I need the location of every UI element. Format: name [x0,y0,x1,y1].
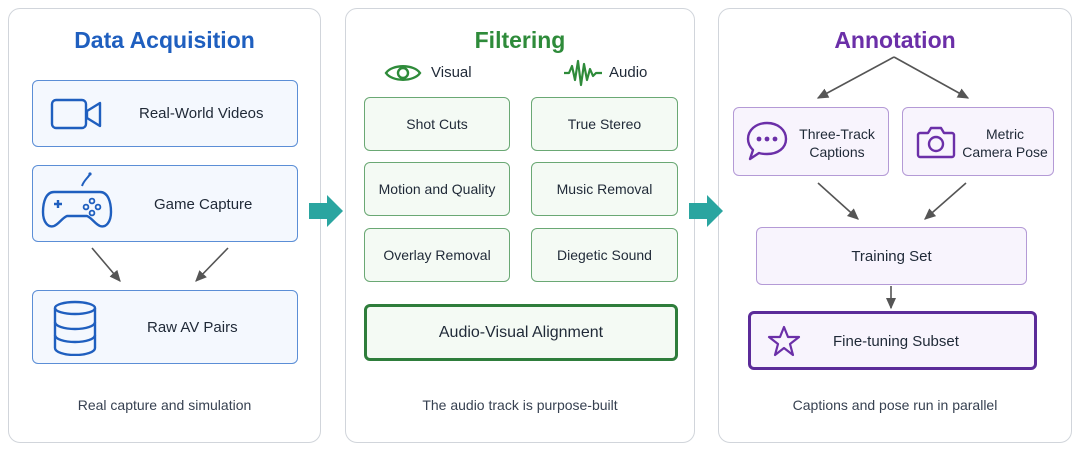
panel-title: Filtering [474,27,566,53]
gamepad-icon [41,172,113,228]
raw-av-pairs-box: Raw AV Pairs [32,290,298,364]
captions-line-1: Three-Track [799,126,875,142]
metric-camera-pose-box: Metric Camera Pose [902,107,1054,176]
captions-line-2: Captions [809,144,865,160]
panel-footnote: Real capture and simulation [77,397,252,413]
fine-tuning-subset-label: Fine-tuning Subset [833,333,959,350]
pose-line-1: Metric [985,126,1025,142]
visual-filter-item: Shot Cuts [364,97,510,151]
real-world-videos-box: Real-World Videos [32,80,298,147]
visual-label: Visual [431,64,472,81]
panel-data-acquisition: Data Acquisition Real-World Videos Game … [8,8,321,443]
game-capture-label: Game Capture [154,196,253,213]
audio-filter-item: Diegetic Sound [531,228,678,282]
panel-title: Data Acquisition [74,27,255,53]
video-camera-icon [50,98,102,130]
panel-footnote: Captions and pose run in parallel [792,397,998,413]
visual-filter-item: Motion and Quality [364,162,510,216]
raw-av-pairs-label: Raw AV Pairs [147,319,238,336]
panel-filtering: Filtering Visual Audio Shot Cuts Motion … [345,8,695,443]
captions-label: Three-Track Captions [796,125,878,161]
eye-icon [384,65,422,81]
database-icon [53,300,97,356]
camera-icon [916,126,956,159]
panel-title: Annotation [834,27,956,53]
audio-visual-alignment-box: Audio-Visual Alignment [364,304,678,361]
three-track-captions-box: Three-Track Captions [733,107,889,176]
waveform-icon [564,59,602,87]
training-set-label: Training Set [851,247,932,265]
audio-filter-item: True Stereo [531,97,678,151]
training-set-box: Training Set [756,227,1027,285]
pose-label: Metric Camera Pose [959,125,1051,161]
star-icon [767,325,801,357]
panel-footnote: The audio track is purpose-built [422,397,618,413]
audio-filter-item: Music Removal [531,162,678,216]
panel-annotation: Annotation Three-Track Captions Metric C… [718,8,1072,443]
audio-label: Audio [609,64,648,81]
visual-filter-item: Overlay Removal [364,228,510,282]
game-capture-box: Game Capture [32,165,298,242]
pose-line-2: Camera Pose [962,144,1048,160]
fine-tuning-subset-box: Fine-tuning Subset [748,311,1037,370]
chat-bubble-icon [746,121,788,161]
real-world-videos-label: Real-World Videos [139,105,264,122]
